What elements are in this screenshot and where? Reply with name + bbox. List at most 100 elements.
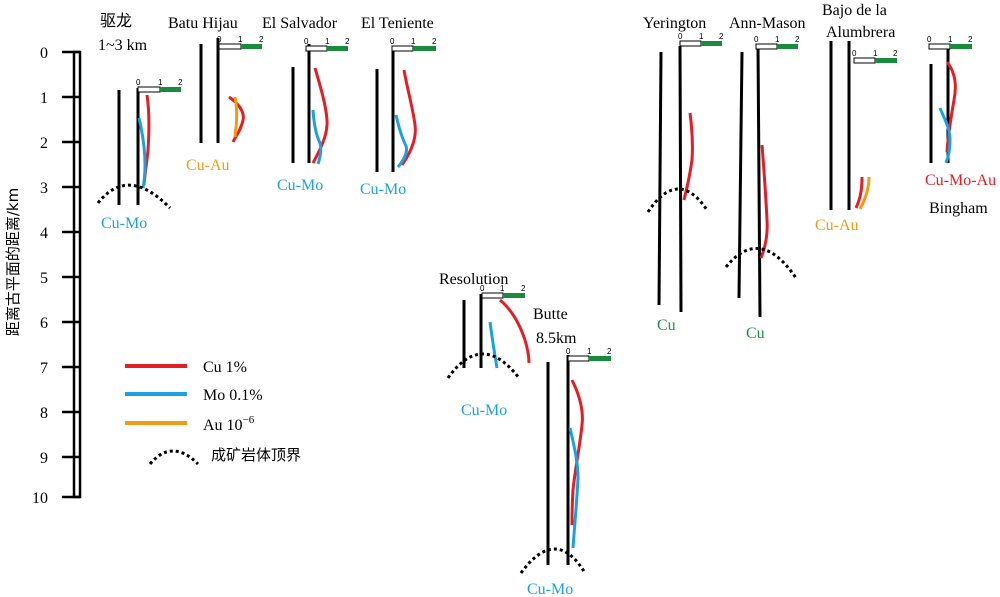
legend-swatch-intrusion-top: [148, 449, 200, 466]
scale-bar: 0 1 2: [304, 37, 350, 52]
mo-grade-curve: [137, 117, 147, 189]
mo-grade-curve: [568, 427, 580, 549]
tick-label: 1: [40, 90, 48, 107]
ore-type-label: Cu: [746, 325, 765, 342]
intrusion-top: [646, 187, 709, 213]
deposit-name: Butte: [533, 306, 568, 323]
tick-label: 6: [40, 315, 48, 332]
tick-label: 9: [40, 450, 48, 467]
deposit-name: Yerington: [643, 15, 706, 32]
tick-label: 4: [40, 225, 48, 242]
legend: Cu 1% Mo 0.1% Au 10−6 成矿岩体顶界: [125, 359, 301, 466]
cu-grade-curve: [854, 176, 864, 209]
drillhole-line: [756, 45, 762, 318]
intrusion-top: [96, 183, 172, 210]
tick-label: 0: [40, 45, 48, 62]
drillhole-line: [678, 45, 683, 313]
scale-tick: 2: [795, 35, 800, 44]
legend-label-cu: Cu 1%: [203, 359, 247, 376]
deposit-name: 驱龙: [100, 11, 132, 30]
scale-bar: 0 1 2: [852, 49, 898, 64]
scale-bar: 0 1 2: [480, 284, 526, 299]
ore-type-label: Cu: [657, 317, 676, 334]
intrusion-top: [446, 352, 521, 379]
tick-label: 8: [40, 405, 48, 422]
scale-tick: 2: [178, 78, 183, 87]
scale-tick: 0: [480, 284, 485, 293]
tick-label: 3: [40, 180, 48, 197]
scale-tick: 0: [852, 49, 857, 58]
tick-label: 2: [40, 135, 48, 152]
cu-grade-curve: [499, 298, 531, 364]
cu-grade-curve: [311, 67, 329, 164]
deposit-qulong: 驱龙 1~3 km 0 1 2 Cu-Mo: [96, 11, 183, 232]
legend-label-au-exponent: −6: [243, 414, 255, 426]
scale-tick: 0: [754, 35, 759, 44]
mo-grade-curve: [938, 107, 952, 164]
drillhole-line: [737, 51, 744, 299]
scale-tick: 1: [587, 347, 592, 356]
ore-type-label: Cu-Mo-Au: [925, 172, 996, 189]
ore-type-label: Cu-Mo: [277, 177, 323, 194]
deposit-batu-hijau: Batu Hijau 0 1 2 Cu-Au: [168, 15, 264, 174]
scale-tick: 2: [968, 35, 973, 44]
ore-type-label: Cu-Mo: [527, 581, 573, 597]
deposit-ann-mason: Ann-Mason 0 1 2 Cu: [724, 15, 805, 342]
scale-tick: 1: [158, 78, 163, 87]
intrusion-top: [519, 547, 587, 574]
deposit-name: El Teniente: [361, 15, 434, 32]
deposit-name: Bajo de la: [822, 2, 887, 19]
deposit-resolution: Resolution 0 1 2 Cu-Mo: [439, 271, 531, 419]
scale-tick: 0: [136, 78, 141, 87]
tick-label: 5: [40, 270, 48, 287]
scale-bar: 0 1 2: [754, 35, 800, 50]
deposit-distance: 8.5km: [536, 330, 577, 347]
mo-grade-curve: [488, 321, 499, 369]
deposit-butte: Butte 8.5km 0 1 2 Cu-Mo: [519, 306, 612, 597]
deposit-distance: 1~3 km: [98, 37, 148, 54]
au-grade-curve: [233, 96, 239, 138]
cu-grade-curve: [759, 144, 769, 259]
scale-bar: 0 1 2: [390, 37, 437, 52]
scale-tick: 1: [411, 37, 416, 46]
deposit-name: Batu Hijau: [168, 15, 238, 32]
deposit-name: El Salvador: [262, 15, 338, 32]
deposit-bingham: 0 1 2 Cu-Mo-Au Bingham: [925, 35, 996, 217]
depth-axis: 0 1 2 3 4 5 6 7 8 9 10 距离古平面的距离/km: [4, 45, 82, 507]
deposit-bajo-de-la-alumbrera: Bajo de la Alumbrera 0 1 2 Cu-Au: [815, 2, 898, 234]
scale-tick: 2: [893, 49, 898, 58]
drillhole-line: [657, 51, 663, 306]
legend-label-intrusion-top: 成矿岩体顶界: [211, 446, 301, 464]
scale-tick: 0: [217, 35, 222, 44]
ore-type-label: Cu-Mo: [360, 181, 406, 198]
scale-tick: 0: [927, 35, 932, 44]
scale-tick: 2: [719, 32, 724, 41]
deposit-name: Resolution: [439, 271, 508, 288]
deposit-name: Ann-Mason: [729, 15, 805, 32]
scale-tick: 0: [390, 37, 395, 46]
ore-type-label: Cu-Mo: [461, 402, 507, 419]
ore-type-label: Cu-Au: [186, 157, 230, 174]
tick-label: 10: [32, 490, 48, 507]
cu-grade-curve: [400, 69, 417, 166]
deposit-el-salvador: El Salvador 0 1 2 Cu-Mo: [262, 15, 350, 194]
scale-tick: 2: [607, 347, 612, 356]
scale-bar: 0 1 2: [136, 78, 183, 93]
scale-tick: 2: [521, 284, 526, 293]
scale-tick: 1: [699, 32, 704, 41]
scale-bar: 0 1 2: [217, 35, 264, 50]
tick-label: 7: [40, 360, 48, 377]
scale-tick: 0: [566, 347, 571, 356]
scale-tick: 1: [500, 284, 505, 293]
scale-tick: 2: [432, 37, 437, 46]
scale-tick: 2: [259, 35, 264, 44]
deposit-name: Bingham: [929, 200, 988, 217]
scale-bar: 0 1 2: [678, 32, 724, 47]
scale-tick: 2: [345, 37, 350, 46]
scale-tick: 1: [238, 35, 243, 44]
au-grade-curve: [858, 176, 871, 210]
scale-tick: 1: [873, 49, 878, 58]
scale-tick: 1: [775, 35, 780, 44]
scale-tick: 1: [325, 37, 330, 46]
